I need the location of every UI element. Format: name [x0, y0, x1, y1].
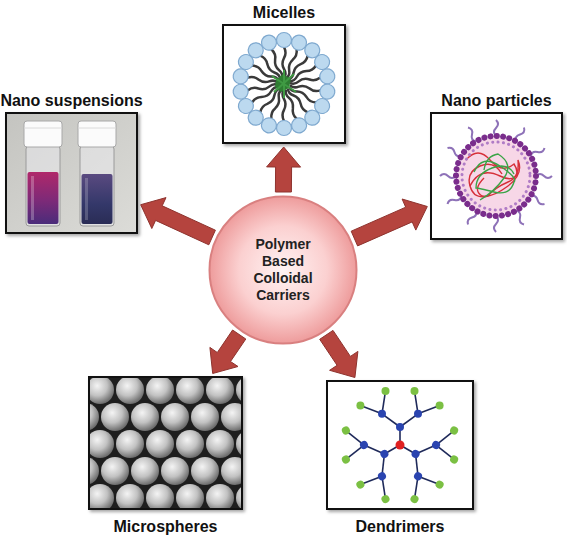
- vial-photo: [5, 112, 138, 234]
- panel-heading: Dendrimers: [278, 518, 522, 536]
- hub-circle: Polymer Based Colloidal Carriers: [208, 195, 358, 345]
- hub-label: Polymer Based Colloidal Carriers: [242, 236, 324, 304]
- panel-heading: Micelles: [174, 4, 394, 22]
- nanoparticle-illustration: [430, 112, 563, 240]
- carrier-panel: Dendrimers: [326, 380, 474, 510]
- sem-image: [88, 376, 243, 510]
- carrier-panel: Micelles: [222, 24, 346, 144]
- panel-heading: Nano particles: [382, 92, 567, 110]
- block-arrow: [351, 199, 427, 246]
- micelle-illustration: [222, 24, 346, 144]
- hub-text-wrap: Polymer Based Colloidal Carriers: [208, 195, 358, 345]
- block-arrow: [141, 198, 216, 245]
- panel-heading: Microspheres: [40, 518, 291, 536]
- block-arrow: [210, 330, 246, 374]
- block-arrow: [267, 147, 301, 192]
- dendrimer-illustration: [326, 380, 474, 512]
- block-arrow: [320, 330, 358, 377]
- carrier-panel: Microspheres: [88, 376, 243, 510]
- carrier-panel: Nano particles: [430, 112, 563, 240]
- carrier-panel: Nano suspensions: [5, 112, 138, 234]
- hub-disc: [210, 197, 357, 344]
- panel-heading: Nano suspensions: [0, 92, 186, 110]
